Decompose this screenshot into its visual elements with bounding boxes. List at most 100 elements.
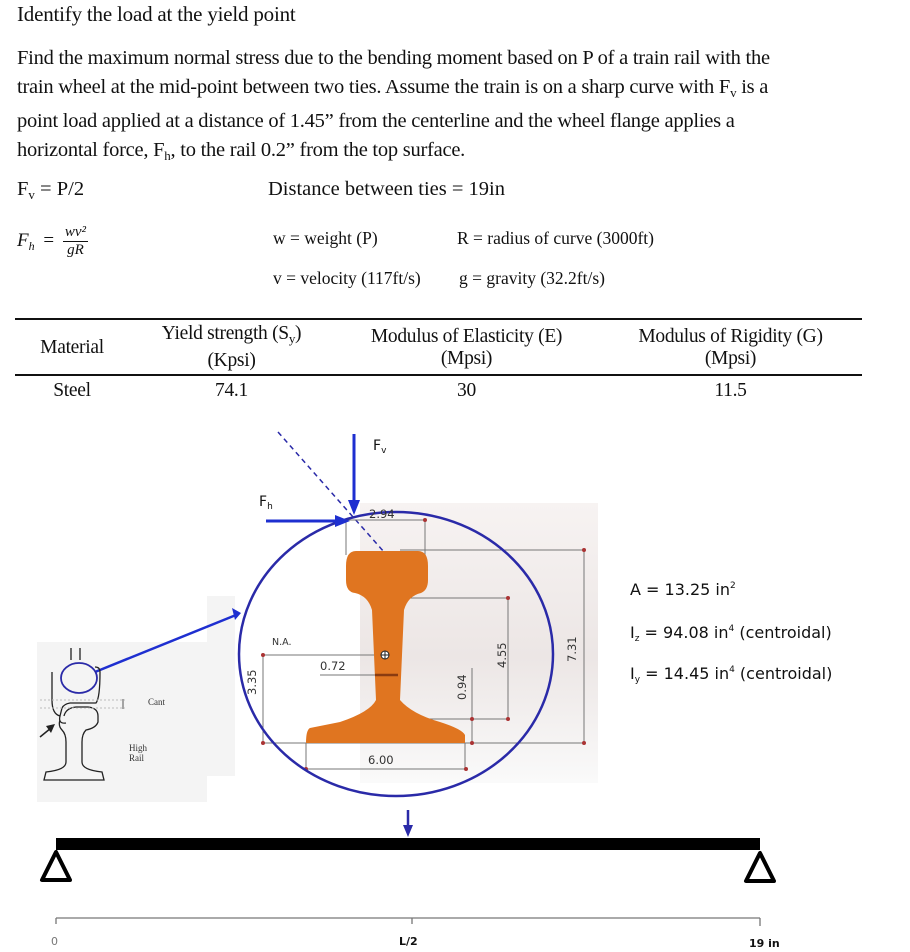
r-definition: R = radius of curve (3000ft) xyxy=(457,228,654,248)
fh-label: Fh xyxy=(259,494,273,512)
problem-line-4-end: , to the rail 0.2” from the top surface. xyxy=(170,138,466,161)
header-elasticity-unit: (Mpsi) xyxy=(440,347,493,369)
table-row: Steel 74.1 30 11.5 xyxy=(15,375,862,406)
problem-line-1: Find the maximum normal stress due to th… xyxy=(17,47,770,69)
fv-label-sub: v xyxy=(381,446,387,456)
cant-label: Cant xyxy=(148,697,165,707)
header-rigidity-text: Modulus of Rigidity (G) xyxy=(638,325,823,347)
cell-material: Steel xyxy=(53,380,91,401)
v-definition: v = velocity (117ft/s) xyxy=(273,268,421,288)
na-label: N.A. xyxy=(272,637,292,648)
rail-profile xyxy=(306,551,465,743)
cant-wheel-rail-sketch xyxy=(43,648,105,781)
fv-subscript: v xyxy=(730,84,737,100)
high-rail-label-2: Rail xyxy=(129,753,144,763)
fh-equation: Fh = wv² gR xyxy=(17,224,88,259)
fh-sub: h xyxy=(28,238,35,253)
iz-note: (centroidal) xyxy=(734,623,832,642)
problem-line-4: horizontal force, Fh, to the rail 0.2” f… xyxy=(17,136,910,171)
left-support-icon xyxy=(40,850,72,882)
dim-web-height: 4.55 xyxy=(495,642,509,668)
header-rigidity: Modulus of Rigidity (G) (Mpsi) xyxy=(599,319,862,375)
iz-property: Iz = 94.08 in4 (centroidal) xyxy=(630,623,832,644)
dim-base-thickness: 0.94 xyxy=(455,674,469,700)
point-load-arrow-icon xyxy=(403,825,413,837)
fv-equation: Fv = P/2 xyxy=(17,178,84,203)
problem-line-2-end: is a xyxy=(736,75,769,98)
high-rail-label-1: High xyxy=(129,743,147,753)
iz-symbol: I xyxy=(630,623,635,642)
iy-value: = 14.45 in xyxy=(640,664,730,683)
problem-line-4-text: horizontal force, F xyxy=(17,138,165,161)
header-elasticity-text: Modulus of Elasticity (E) xyxy=(370,325,563,347)
fh-arrow-icon xyxy=(335,515,350,527)
header-yield-unit: (Kpsi) xyxy=(207,350,256,371)
fv-symbol: F xyxy=(17,178,29,200)
iz-value: = 94.08 in xyxy=(639,623,729,642)
fh-subscript: h xyxy=(164,147,171,163)
flange-arrowhead-icon xyxy=(46,724,55,733)
fv-label: Fv xyxy=(373,438,386,456)
header-elasticity: Modulus of Elasticity (E) (Mpsi) xyxy=(334,319,599,375)
callout-arrowhead-icon xyxy=(232,608,241,620)
header-yield-close: ) xyxy=(295,323,302,344)
iy-symbol: I xyxy=(630,664,635,683)
fv-arrow-icon xyxy=(348,500,360,515)
header-yield: Yield strength (Sy) (Kpsi) xyxy=(129,319,334,375)
header-yield-sub: y xyxy=(288,331,296,346)
dim-total-height: 7.31 xyxy=(565,636,579,662)
iy-sup: 4 xyxy=(729,665,735,675)
fv-label-text: F xyxy=(373,438,382,454)
cant-circle xyxy=(60,662,98,694)
header-rigidity-unit: (Mpsi) xyxy=(704,347,757,369)
material-table: Material Yield strength (Sy) (Kpsi) Modu… xyxy=(15,318,862,406)
fh-label-text: F xyxy=(259,494,268,510)
header-material: Material xyxy=(15,319,129,375)
w-definition: w = weight (P) xyxy=(273,228,378,248)
dim-web-thickness: 0.72 xyxy=(320,659,346,673)
cell-elasticity: 30 xyxy=(457,380,476,401)
iy-sub: y xyxy=(634,675,641,685)
fh-fraction: wv² gR xyxy=(62,224,88,259)
cell-yield: 74.1 xyxy=(215,380,248,401)
fh-denominator: gR xyxy=(67,242,84,258)
problem-line-2-text: train wheel at the mid-point between two… xyxy=(17,75,731,98)
g-definition: g = gravity (32.2ft/s) xyxy=(459,268,605,288)
page-title: Identify the load at the yield point xyxy=(17,2,296,26)
axis-label-end: 19 in xyxy=(749,937,780,950)
area-text: A = 13.25 in xyxy=(630,580,730,599)
axis-label-mid: L/2 xyxy=(399,935,418,948)
right-support-icon xyxy=(744,851,776,883)
iy-property: Iy = 14.45 in4 (centroidal) xyxy=(630,664,832,685)
fv-rhs: = P/2 xyxy=(40,178,85,200)
callout-arrow xyxy=(94,613,237,674)
high-rail-label: High Rail xyxy=(129,743,147,763)
iz-sub: z xyxy=(634,634,640,644)
header-material-text: Material xyxy=(40,336,104,358)
fh-numerator: wv² xyxy=(62,224,88,242)
iz-sup: 4 xyxy=(728,624,735,634)
axis-label-start: 0 xyxy=(51,935,58,948)
resultant-line xyxy=(277,431,385,553)
dim-base-width: 6.00 xyxy=(368,753,394,767)
beam-diagram xyxy=(40,810,776,926)
problem-line-3: point load applied at a distance of 1.45… xyxy=(17,110,735,132)
dim-na-height: 3.35 xyxy=(245,669,259,695)
iy-note: (centroidal) xyxy=(734,664,833,683)
area-sup: 2 xyxy=(730,581,736,591)
ties-distance: Distance between ties = 19in xyxy=(268,178,505,200)
problem-line-2: train wheel at the mid-point between two… xyxy=(17,73,910,108)
fh-label-sub: h xyxy=(267,502,273,512)
area-property: A = 13.25 in2 xyxy=(630,580,736,599)
dim-head-offset: 2.94 xyxy=(369,507,395,521)
fh-symbol: F xyxy=(17,229,29,251)
zoom-circle xyxy=(237,510,555,798)
beam-bar xyxy=(56,838,760,850)
fv-sub: v xyxy=(28,187,35,202)
problem-statement: Find the maximum normal stress due to th… xyxy=(17,44,910,170)
header-yield-text: Yield strength (S xyxy=(161,323,289,344)
cell-rigidity: 11.5 xyxy=(714,380,747,401)
table-header-row: Material Yield strength (Sy) (Kpsi) Modu… xyxy=(15,319,862,375)
header-yield-line1: Yield strength (Sy) xyxy=(129,323,334,350)
fh-equals: = xyxy=(43,229,55,251)
